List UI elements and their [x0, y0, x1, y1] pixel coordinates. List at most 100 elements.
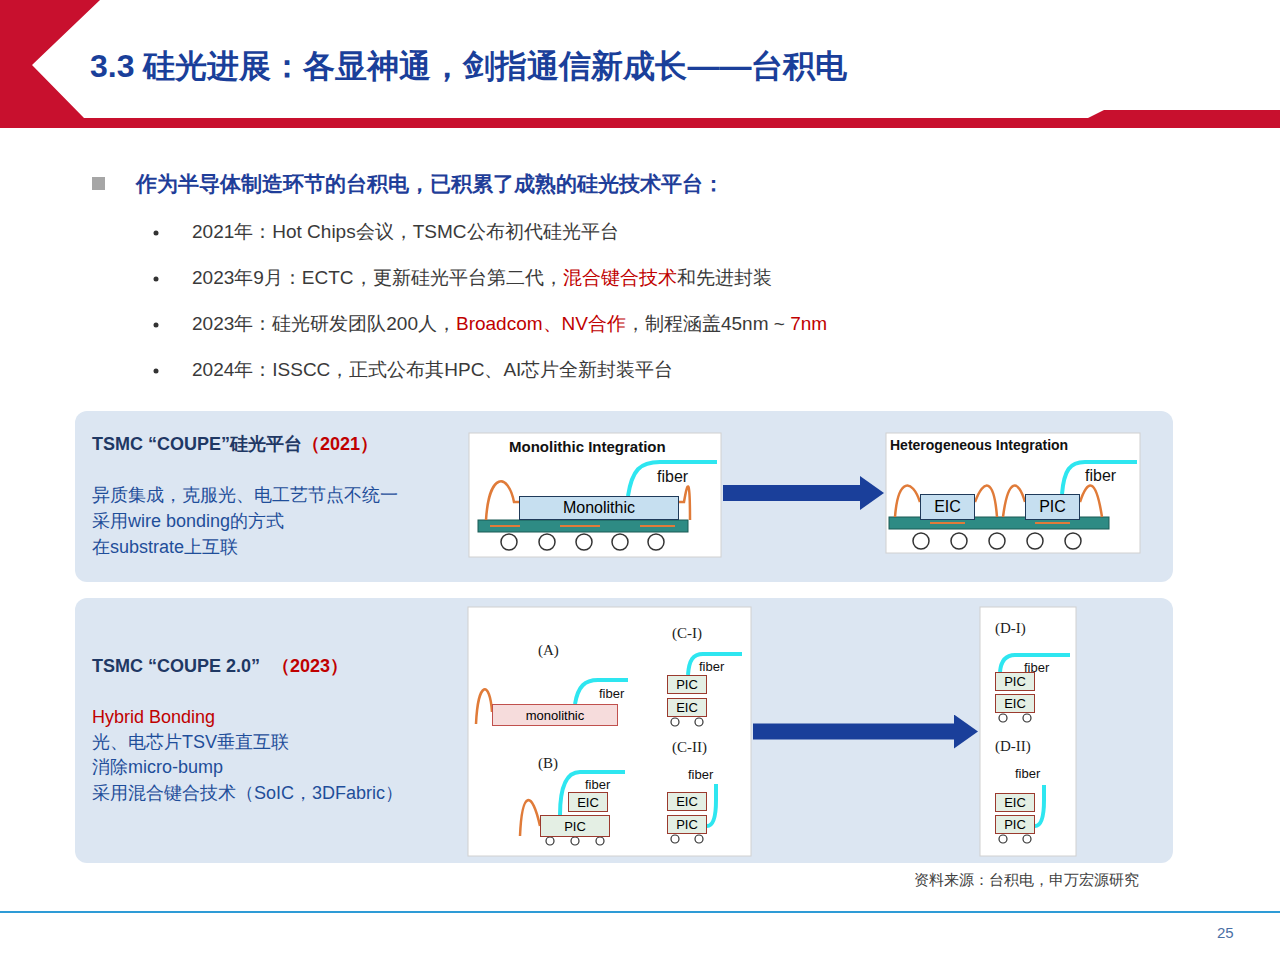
chip-label: PIC [1004, 818, 1026, 831]
node-text: 在substrate上互联 [92, 537, 238, 557]
node-text: 采用wire bonding的方式 [92, 511, 284, 531]
text-label: 作为半导体制造环节的台积电，已积累了成熟的硅光技术平台： [136, 172, 724, 195]
figure-box: Heterogeneous IntegrationEIC PIC [886, 433, 1140, 553]
solder-ball [648, 534, 664, 550]
node-text: （2023） [272, 656, 348, 676]
ball [1023, 835, 1031, 843]
block-arrow [723, 485, 860, 501]
text-label: ，制程涵盖45nm ~ [626, 313, 790, 334]
solder-ball [612, 534, 628, 550]
node-text: 采用混合键合技术（SoIC，3DFabric） [92, 783, 403, 803]
fiber-label: fiber [599, 686, 624, 701]
wire-bond [895, 486, 920, 517]
fiber [560, 772, 625, 815]
chip-label: EIC [577, 796, 599, 809]
bullet-dot [154, 277, 159, 282]
chip-line: EIC [569, 793, 607, 811]
fiber [688, 654, 742, 675]
ball [671, 718, 679, 726]
chip-label: EIC [676, 701, 698, 714]
fiber [1035, 785, 1044, 826]
info-panel: TSMC “COUPE 2.0” （2023） Hybrid Bonding 光、电芯… [75, 598, 1173, 863]
node-text: 光、电芯片TSV垂直互联 [92, 732, 289, 752]
wire-bond [679, 486, 690, 520]
chip-box: monolithic [492, 704, 618, 726]
text-line: (D-II) [995, 737, 1031, 756]
text-label: 2023年：硅光研发团队200人， [192, 313, 456, 334]
chip-box: PIC [1025, 494, 1080, 520]
label-line: fiber [688, 765, 713, 783]
chip-label: monolithic [526, 709, 585, 722]
chip-label: EIC [1004, 796, 1026, 809]
bullet-dot [154, 369, 159, 374]
chip-box: EIC [667, 792, 707, 811]
node-text: Hybrid Bonding [92, 707, 215, 727]
chip-label: Monolithic [563, 500, 635, 516]
chip-box: EIC [667, 698, 707, 717]
chip-label: PIC [1004, 675, 1026, 688]
label-line: fiber [599, 684, 624, 702]
text-label: 25 [1217, 924, 1234, 941]
label-line: 2024年：ISSCC，正式公布其HPC、AI芯片全新封装平台 [192, 358, 673, 382]
chip-line: PIC [668, 816, 706, 833]
substrate-trace [930, 522, 965, 524]
chip-label: PIC [676, 678, 698, 691]
chip-line: EIC [921, 495, 974, 519]
chip-box: EIC [995, 793, 1035, 812]
ball [596, 837, 604, 845]
text-label: 混合键合技术 [563, 267, 677, 288]
chip-label: PIC [564, 820, 586, 833]
figure-fill [980, 607, 1076, 856]
chip-line: EIC [996, 695, 1034, 712]
bullet-square [92, 177, 105, 190]
text-line: Heterogeneous Integration [890, 436, 1068, 455]
chip-line: monolithic [493, 705, 617, 725]
chip-line: PIC [996, 673, 1034, 690]
footer-rule [0, 911, 1280, 913]
substrate [478, 520, 688, 532]
fiber [575, 680, 628, 704]
text-line: (D-I) [995, 619, 1026, 638]
substrate-trace [640, 525, 675, 527]
text-line: 采用混合键合技术（SoIC，3DFabric） [92, 782, 403, 805]
label-line: fiber [1024, 658, 1049, 676]
substrate-trace [1035, 522, 1070, 524]
chip-label: EIC [676, 795, 698, 808]
fiber [707, 784, 716, 826]
text-label: 2024年：ISSCC，正式公布其HPC、AI芯片全新封装平台 [192, 359, 673, 380]
node-text: (D-II) [995, 738, 1031, 754]
wire-bond [1080, 486, 1102, 517]
chip-box: PIC [995, 815, 1035, 834]
text-line: TSMC “COUPE 2.0” （2023） [92, 655, 348, 678]
ball [671, 835, 679, 843]
solder-ball [501, 534, 517, 550]
fiber [628, 462, 717, 496]
fiber-label: fiber [1024, 660, 1049, 675]
label-line: 2023年9月：ECTC，更新硅光平台第二代，混合键合技术和先进封装 [192, 266, 772, 290]
node-text: (A) [538, 642, 559, 658]
wire-bond [1003, 486, 1025, 517]
label-line: fiber [585, 775, 610, 793]
label-line: 资料来源：台积电，申万宏源研究 [914, 871, 1139, 890]
figure-box: Monolithic IntegrationMonolithic [469, 433, 721, 557]
chip-line: PIC [668, 676, 706, 693]
node-text: TSMC “COUPE”硅光平台 [92, 434, 302, 454]
chip-box: PIC [540, 815, 610, 837]
solder-ball [1065, 533, 1081, 549]
node-text: (D-I) [995, 620, 1026, 636]
substrate-trace [490, 525, 520, 527]
chip-line: Monolithic [520, 497, 678, 519]
text-line: 异质集成，克服光、电工艺节点不统一 [92, 484, 398, 507]
node-text: TSMC “COUPE 2.0” [92, 656, 260, 676]
substrate-trace [560, 525, 600, 527]
chip-line: EIC [668, 699, 706, 716]
chip-box: EIC [568, 792, 608, 812]
solder-ball [1027, 533, 1043, 549]
chip-line: EIC [668, 793, 706, 810]
chip-box: EIC [920, 494, 975, 520]
text-label: 和先进封装 [677, 267, 772, 288]
ball [695, 718, 703, 726]
label-line: 2021年：Hot Chips会议，TSMC公布初代硅光平台 [192, 220, 619, 244]
solder-balls [501, 534, 664, 550]
